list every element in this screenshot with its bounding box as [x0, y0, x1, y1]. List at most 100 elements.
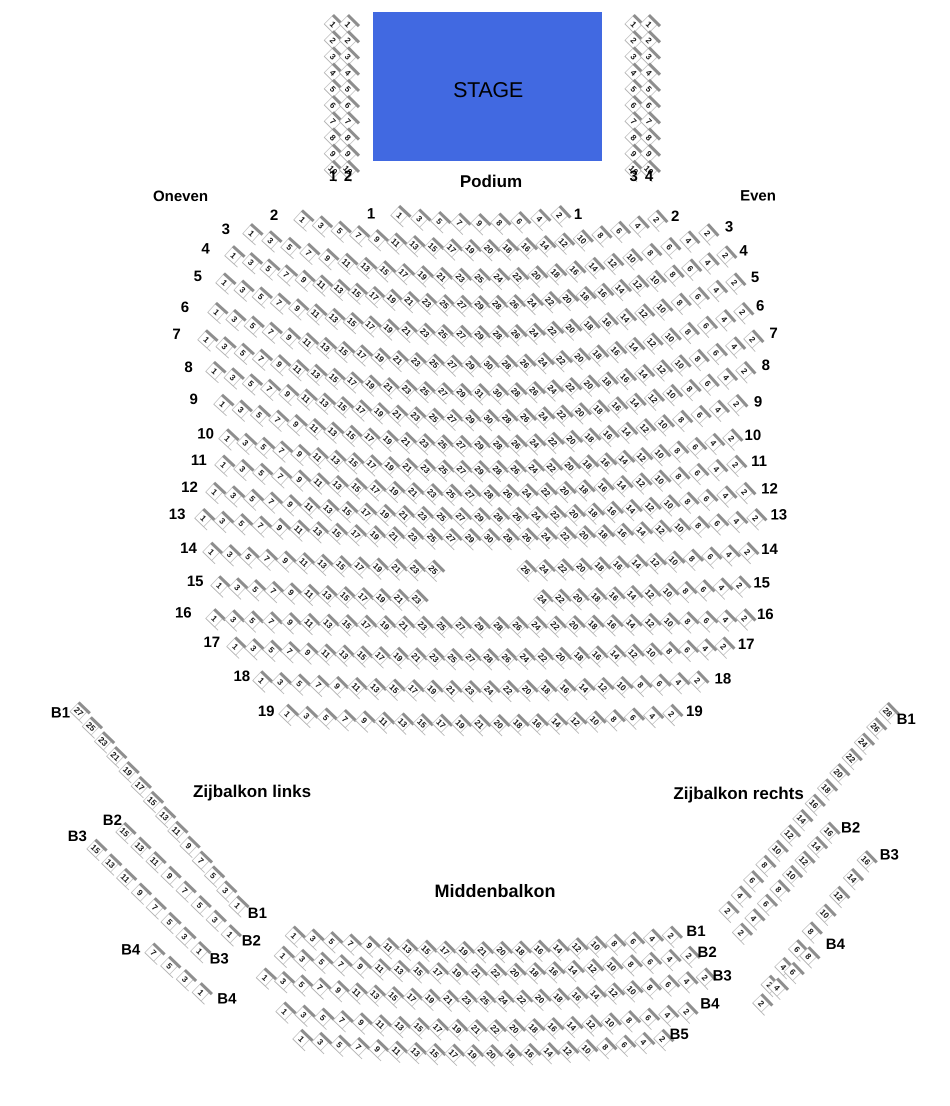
svg-text:9: 9: [322, 253, 332, 264]
svg-text:4: 4: [703, 257, 714, 267]
svg-text:11: 11: [191, 452, 207, 469]
svg-text:1: 1: [279, 1006, 290, 1017]
svg-text:2: 2: [742, 547, 753, 558]
svg-text:7: 7: [454, 217, 465, 228]
svg-text:1: 1: [198, 513, 209, 524]
svg-text:5: 5: [266, 644, 277, 655]
svg-text:1: 1: [228, 250, 238, 261]
svg-text:4: 4: [719, 314, 730, 324]
svg-text:8: 8: [609, 938, 620, 949]
svg-text:16: 16: [757, 606, 774, 623]
svg-text:4: 4: [662, 1010, 673, 1021]
svg-text:1: 1: [232, 900, 243, 911]
svg-text:4: 4: [534, 213, 545, 224]
svg-text:2: 2: [750, 513, 761, 524]
svg-text:4: 4: [647, 933, 658, 944]
svg-text:8: 8: [684, 384, 695, 394]
svg-text:1: 1: [194, 946, 205, 957]
svg-text:1: 1: [222, 433, 232, 444]
svg-text:1: 1: [297, 214, 307, 225]
svg-text:5: 5: [334, 1039, 345, 1050]
svg-text:2: 2: [739, 366, 750, 376]
svg-text:2: 2: [657, 1034, 668, 1045]
svg-text:9: 9: [164, 871, 175, 882]
svg-text:6: 6: [343, 100, 354, 111]
svg-text:15: 15: [187, 573, 204, 590]
svg-text:6: 6: [645, 957, 656, 968]
svg-text:6: 6: [711, 348, 722, 358]
svg-text:7: 7: [266, 496, 277, 507]
svg-text:6: 6: [614, 226, 625, 236]
svg-text:1: 1: [394, 210, 404, 221]
svg-text:3: 3: [644, 51, 655, 62]
svg-text:2: 2: [344, 168, 352, 185]
svg-text:2: 2: [343, 35, 354, 46]
svg-text:8: 8: [773, 884, 784, 895]
svg-text:6: 6: [701, 321, 712, 331]
svg-text:5: 5: [335, 225, 345, 236]
svg-text:2: 2: [720, 250, 731, 260]
svg-text:4: 4: [735, 890, 746, 901]
svg-text:7: 7: [353, 230, 363, 241]
svg-text:9: 9: [328, 149, 339, 160]
svg-text:9: 9: [280, 555, 291, 566]
svg-text:3: 3: [315, 1037, 326, 1048]
svg-text:7: 7: [284, 646, 295, 657]
svg-text:6: 6: [703, 378, 714, 388]
svg-text:4: 4: [683, 235, 694, 245]
svg-text:5: 5: [194, 268, 202, 285]
svg-text:8: 8: [664, 646, 675, 657]
svg-text:B1: B1: [686, 923, 705, 940]
svg-text:2: 2: [739, 487, 750, 497]
svg-text:9: 9: [282, 389, 292, 400]
svg-text:Zijbalkon rechts: Zijbalkon rechts: [673, 784, 803, 803]
svg-text:8: 8: [328, 132, 339, 143]
svg-text:3: 3: [238, 284, 248, 295]
svg-text:3: 3: [725, 218, 733, 235]
svg-text:4: 4: [724, 549, 735, 560]
svg-text:12: 12: [181, 479, 198, 496]
svg-text:5: 5: [195, 900, 206, 911]
svg-text:1: 1: [644, 19, 655, 30]
svg-text:4: 4: [716, 582, 727, 593]
svg-text:7: 7: [275, 471, 285, 482]
svg-text:1: 1: [218, 459, 228, 470]
svg-text:5: 5: [243, 551, 254, 562]
svg-text:1: 1: [209, 366, 219, 377]
svg-text:9: 9: [364, 940, 375, 951]
svg-text:2: 2: [671, 208, 679, 225]
svg-text:2: 2: [722, 906, 733, 917]
svg-text:B3: B3: [880, 847, 899, 864]
svg-text:6: 6: [628, 936, 639, 947]
svg-text:6: 6: [654, 678, 665, 689]
svg-text:1: 1: [289, 930, 300, 941]
svg-text:7: 7: [255, 520, 266, 531]
svg-text:8: 8: [682, 496, 693, 507]
svg-text:3: 3: [414, 213, 425, 224]
svg-text:3: 3: [265, 235, 275, 246]
svg-text:2: 2: [651, 214, 662, 224]
svg-text:8: 8: [628, 132, 639, 143]
svg-text:8: 8: [762, 357, 770, 374]
svg-text:2: 2: [729, 277, 740, 287]
svg-text:4: 4: [721, 372, 732, 382]
svg-text:B1: B1: [897, 711, 916, 728]
svg-text:17: 17: [738, 636, 755, 653]
svg-text:9: 9: [294, 449, 304, 460]
svg-text:19: 19: [686, 703, 703, 720]
svg-text:Podium: Podium: [460, 172, 522, 191]
svg-text:7: 7: [313, 680, 324, 691]
svg-text:6: 6: [644, 100, 655, 111]
svg-text:5: 5: [258, 442, 268, 453]
svg-text:9: 9: [359, 715, 370, 726]
svg-text:17: 17: [203, 634, 220, 651]
svg-text:7: 7: [281, 269, 291, 280]
svg-text:3: 3: [229, 314, 239, 325]
svg-text:1: 1: [246, 228, 256, 239]
svg-text:2: 2: [756, 998, 767, 1009]
svg-text:5: 5: [236, 518, 247, 529]
svg-text:1: 1: [196, 987, 207, 998]
svg-text:5: 5: [318, 1012, 329, 1023]
svg-text:8: 8: [635, 680, 646, 691]
svg-text:4: 4: [644, 67, 655, 78]
